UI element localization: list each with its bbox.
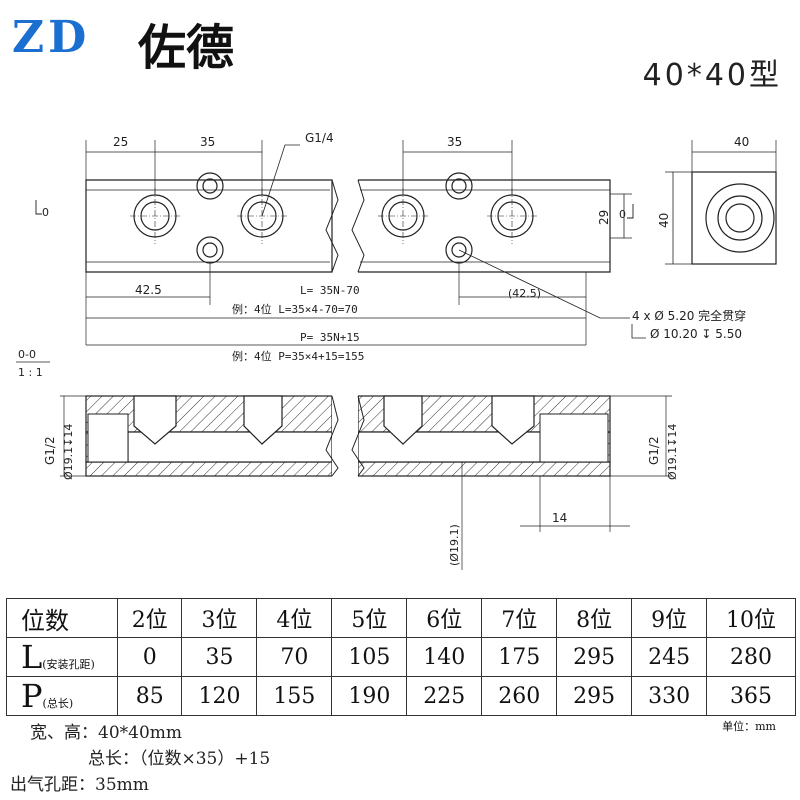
table-header-cell: 4位 (256, 598, 333, 638)
note-total-length: 总长：（位数×35）+15 (88, 749, 271, 769)
dim-40-width: 40 (734, 135, 749, 149)
mounting-hole (196, 172, 473, 264)
p-formula: P= 35N+15 (300, 331, 360, 344)
section-bore-dia: (Ø19.1) (448, 524, 461, 566)
table-cell: 155 (256, 676, 333, 716)
note-outlet-pitch: 出气孔距：35mm (10, 775, 149, 795)
table-header-cell: 3位 (181, 598, 258, 638)
hole-spec-through: 4 x Ø 5.20 完全贯穿 (632, 308, 746, 323)
dim-35-right: 35 (447, 135, 462, 149)
spec-table: 位数 2位 3位 4位 5位 6位 7位 8位 9位 10位 L(安装孔距) 0… (6, 598, 796, 716)
scale-section-label: 0-0 (18, 348, 36, 361)
row-label-l: L(安装孔距) (6, 637, 118, 677)
table-header-cell: 6位 (406, 598, 483, 638)
top-view-body-left (85, 179, 333, 273)
unit-label: 单位：mm (722, 720, 776, 733)
dim-42-5-left: 42.5 (135, 283, 162, 297)
table-header-cell: 9位 (631, 598, 708, 638)
table-header-cell: 位数 (6, 598, 118, 638)
model-label: 40*40型 (642, 58, 782, 93)
dim-42-5-right: (42.5) (508, 287, 541, 300)
brand-logo-cn: 佐德 (138, 20, 235, 76)
table-cell: 70 (256, 637, 333, 677)
outlet-hole (133, 194, 534, 238)
table-header-cell: 10位 (706, 598, 796, 638)
table-cell: 280 (706, 637, 796, 677)
table-cell: 140 (406, 637, 483, 677)
table-cell: 175 (481, 637, 558, 677)
dim-40-height: 40 (657, 213, 671, 228)
note-size: 宽、高：40*40mm (30, 723, 183, 743)
table-cell: 260 (481, 676, 558, 716)
side-view-body (691, 171, 777, 265)
l-example: 例：4位 L=35×4-70=70 (232, 302, 358, 316)
table-row-p: P(总长) 85 120 155 190 225 260 295 330 365 (6, 676, 796, 716)
section-right-thread: G1/2 (647, 436, 661, 465)
table-cell: 225 (406, 676, 483, 716)
table-row-l: L(安装孔距) 0 35 70 105 140 175 295 245 280 (6, 637, 796, 677)
table-cell: 295 (556, 676, 633, 716)
top-view-body-right (358, 179, 611, 273)
table-cell: 330 (631, 676, 708, 716)
dim-29: 29 (597, 210, 611, 225)
table-cell: 365 (706, 676, 796, 716)
scale-ratio-label: 1 : 1 (18, 366, 43, 379)
dim-25: 25 (113, 135, 128, 149)
table-cell: 120 (181, 676, 258, 716)
g14-label: G1/4 (305, 131, 334, 145)
table-cell: 105 (331, 637, 408, 677)
dim-35-left: 35 (200, 135, 215, 149)
side-view-port-bore (725, 203, 755, 233)
section-left-thread: G1/2 (43, 436, 57, 465)
table-header-row: 位数 2位 3位 4位 5位 6位 7位 8位 9位 10位 (6, 598, 796, 638)
table-cell: 85 (116, 676, 183, 716)
break-line-left (325, 179, 339, 273)
brand-logo-en: ZD (12, 12, 91, 63)
table-header-cell: 5位 (331, 598, 408, 638)
p-example: 例：4位 P=35×4+15=155 (232, 349, 364, 363)
table-header-cell: 2位 (116, 598, 183, 638)
section-dim-14: 14 (552, 511, 567, 525)
hole-spec-counterbore: Ø 10.20 ↧ 5.50 (650, 327, 742, 341)
section-right-depth: Ø19.1↧14 (666, 424, 679, 480)
technical-drawing: 25 35 G1/4 35 0 0 29 40 40 42.5 (42.5) L… (16, 131, 777, 570)
table-cell: 295 (556, 637, 633, 677)
table-cell: 245 (631, 637, 708, 677)
top-view (35, 140, 777, 346)
section-left-depth: Ø19.1↧14 (62, 424, 75, 480)
table-header-cell: 8位 (556, 598, 633, 638)
zero-mark-left: 0 (42, 206, 49, 219)
table-cell: 190 (331, 676, 408, 716)
break-line-right (351, 179, 365, 273)
g14-leader (261, 144, 300, 217)
table-cell: 0 (116, 637, 183, 677)
l-formula: L= 35N-70 (300, 284, 360, 297)
table-header-cell: 7位 (481, 598, 558, 638)
section-view (60, 390, 672, 570)
side-view-port-inner (717, 195, 763, 241)
hole-spec-leader (458, 249, 630, 319)
zero-mark-right: 0 (619, 208, 626, 221)
side-view-port-outer (705, 183, 775, 253)
row-label-p: P(总长) (6, 676, 118, 716)
table-cell: 35 (181, 637, 258, 677)
